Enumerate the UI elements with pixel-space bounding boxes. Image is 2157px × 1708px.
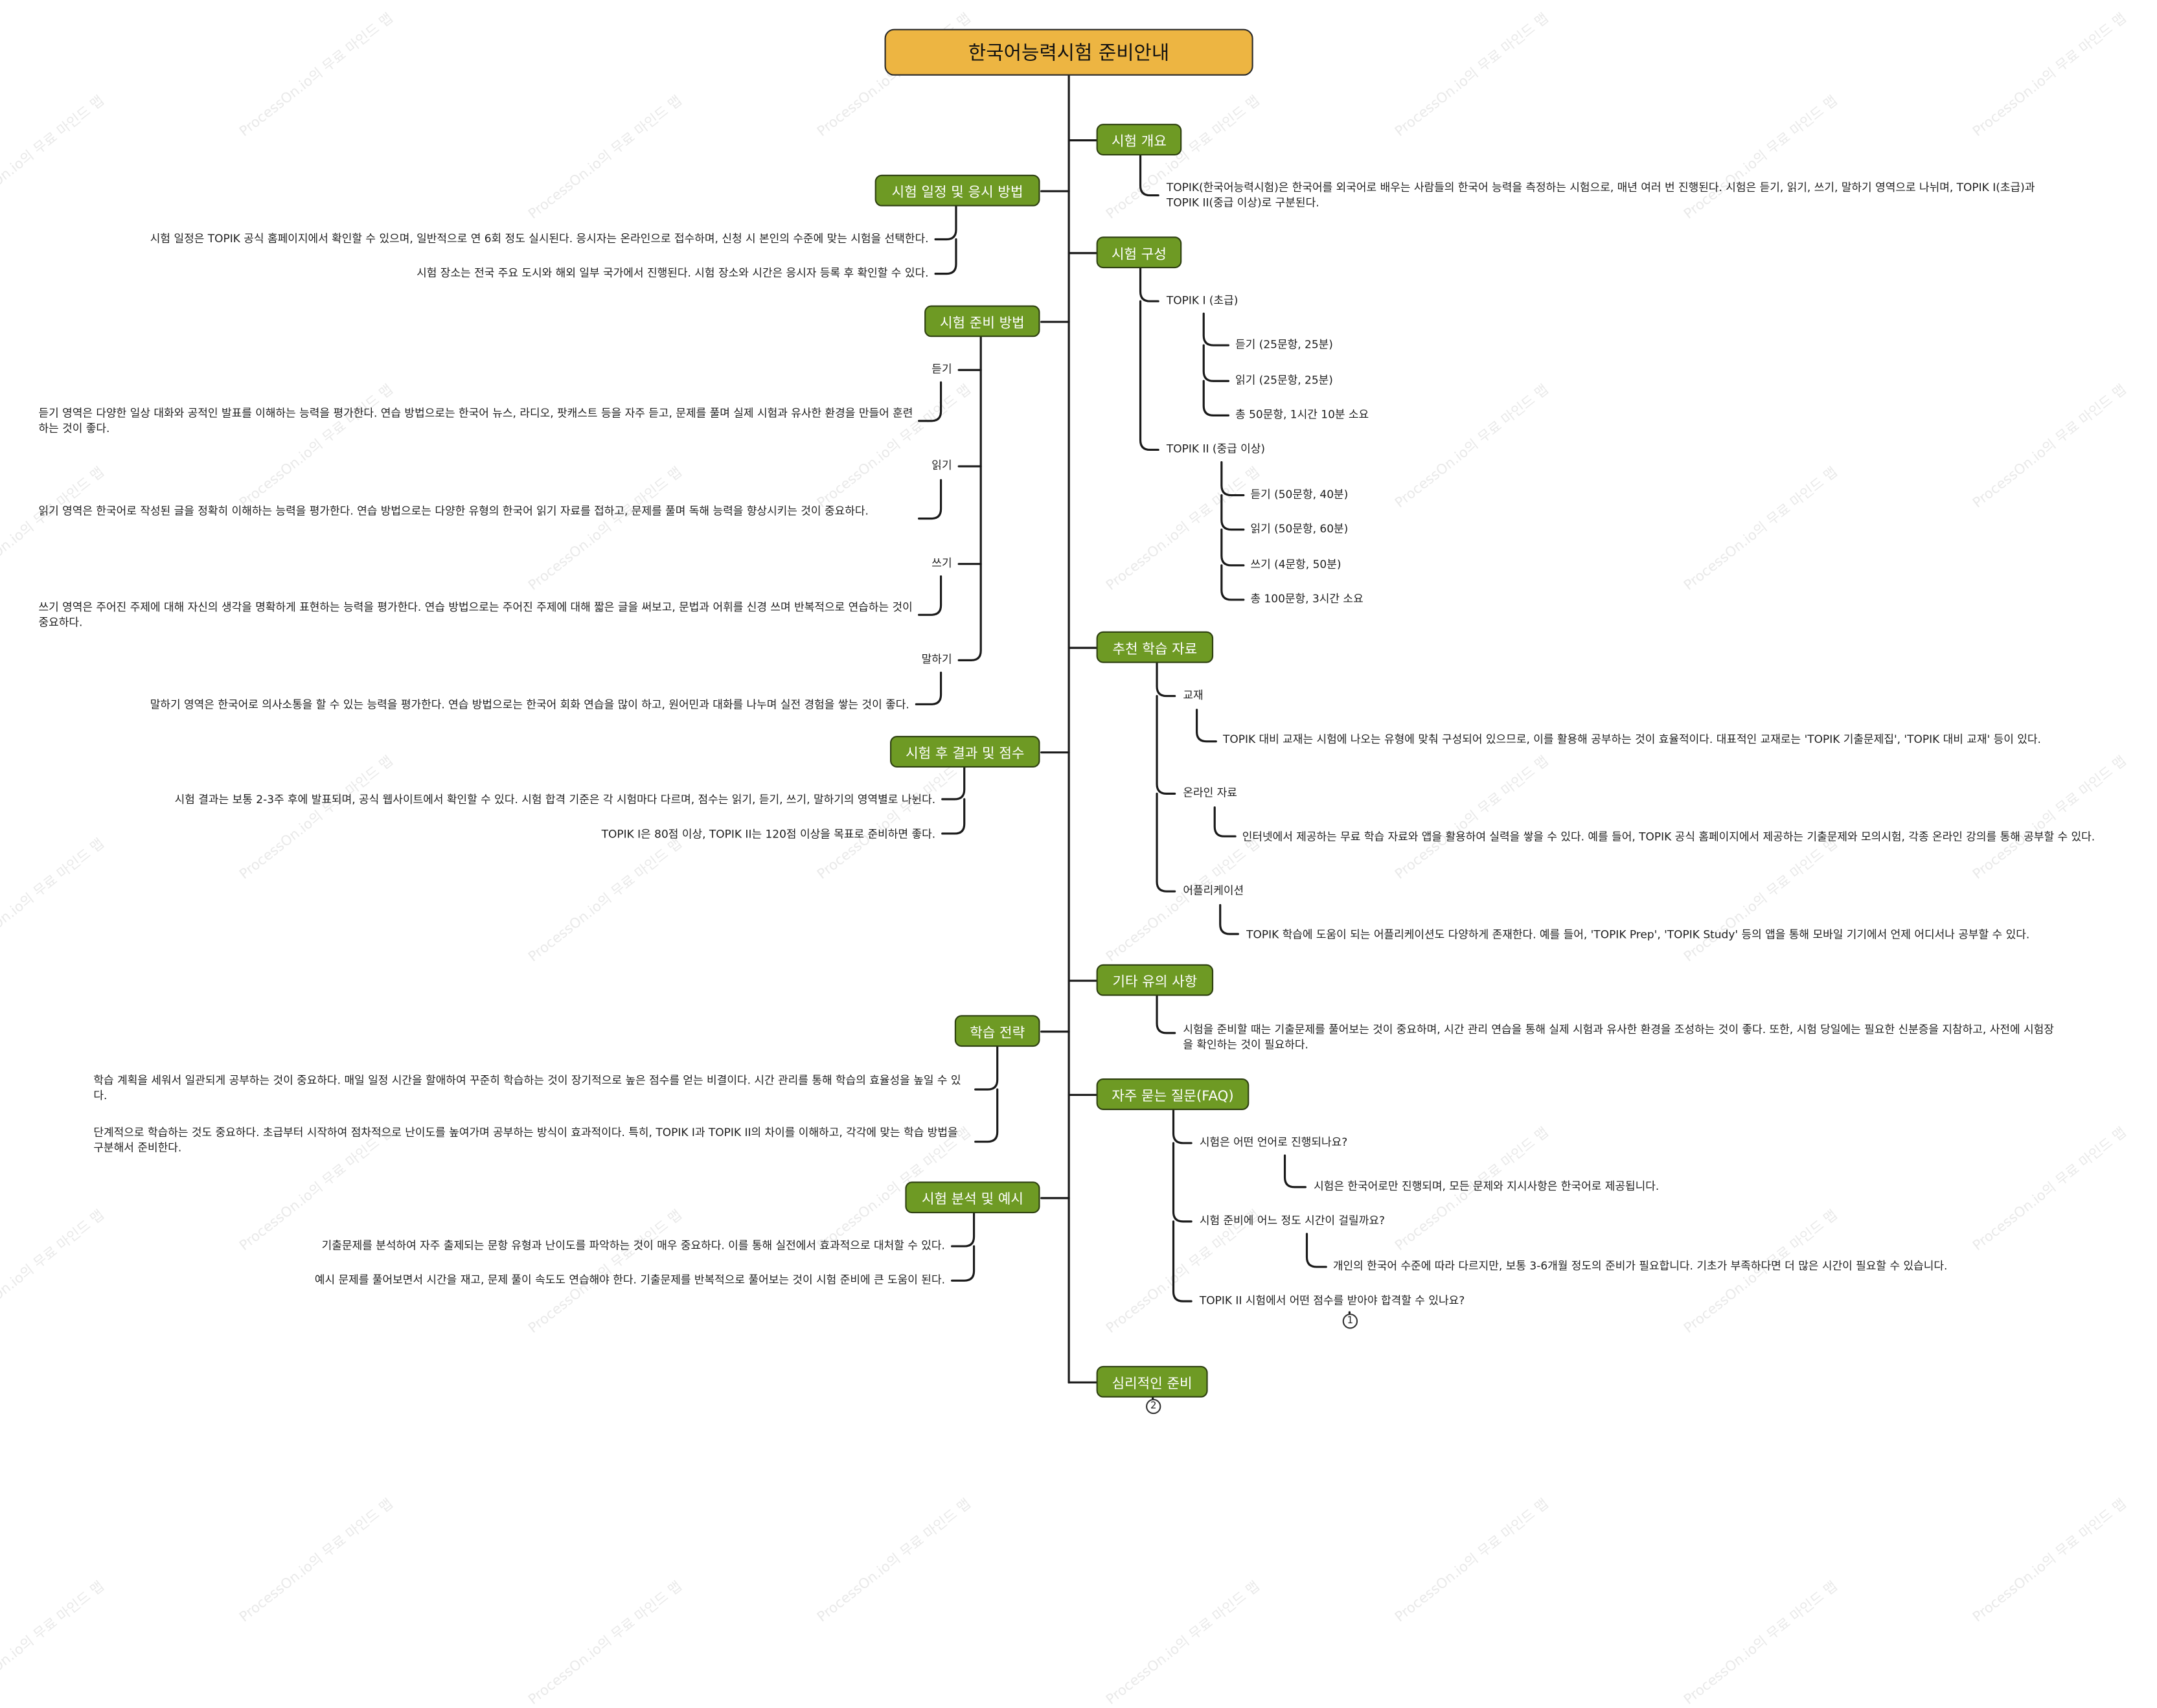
materials-textbook-label: 교재 — [1183, 689, 1204, 702]
branch-overview[interactable]: 시험 개요 — [1096, 124, 1182, 155]
materials-apps-label: 어플리케이션 — [1183, 884, 1244, 897]
collapse-count-badge[interactable]: 2 — [1146, 1398, 1161, 1415]
watermark-text: ProcessOn.io의 무료 마인드 맵 — [1970, 1496, 2130, 1626]
prep-reading-text: 읽기 영역은 한국어로 작성된 글을 정확히 이해하는 능력을 평가한다. 연습… — [38, 505, 869, 518]
watermark-text: ProcessOn.io의 무료 마인드 맵 — [526, 1579, 685, 1708]
branch-structure[interactable]: 시험 구성 — [1096, 236, 1182, 269]
analysis-text: 기출문제를 분석하여 자주 출제되는 문항 유형과 난이도를 파악하는 것이 매… — [321, 1239, 945, 1252]
prep-speaking-label: 말하기 — [921, 653, 952, 666]
results-text: TOPIK I은 80점 이상, TOPIK II는 120점 이상을 목표로 … — [601, 828, 936, 841]
materials-online-text: 인터넷에서 제공하는 무료 학습 자료와 앱을 활용하여 실력을 쌓을 수 있다… — [1242, 830, 2095, 843]
watermark-text: ProcessOn.io의 무료 마인드 맵 — [0, 1579, 108, 1708]
branch-prep[interactable]: 시험 준비 방법 — [924, 305, 1040, 337]
structure-topik2-label: TOPIK II (중급 이상) — [1166, 442, 1266, 455]
prep-listening-text: 듣기 영역은 다양한 일상 대화와 공적인 발표를 이해하는 능력을 평가한다.… — [38, 407, 913, 435]
root-topic[interactable]: 한국어능력시험 준비안내 — [884, 28, 1253, 76]
connector-lines — [915, 74, 1351, 1400]
faq-answer: 시험은 한국어로만 진행되며, 모든 문제와 지시사항은 한국어로 제공됩니다. — [1314, 1180, 1660, 1193]
structure-topik1-label: TOPIK I (초급) — [1166, 294, 1238, 307]
overview-text: TOPIK(한국어능력시험)은 한국어를 외국어로 배우는 사람들의 한국어 능… — [1166, 181, 2035, 209]
notes-text: 시험을 준비할 때는 기출문제를 풀어보는 것이 중요하며, 시간 관리 연습을… — [1183, 1023, 2054, 1051]
structure-topik2-item: 읽기 (50문항, 60분) — [1250, 523, 1349, 536]
prep-speaking-text: 말하기 영역은 한국어로 의사소통을 할 수 있는 능력을 평가한다. 연습 방… — [150, 698, 909, 711]
watermark-text: ProcessOn.io의 무료 마인드 맵 — [815, 1496, 974, 1626]
watermark-text: ProcessOn.io의 무료 마인드 맵 — [237, 1496, 396, 1626]
structure-topik1-item: 듣기 (25문항, 25분) — [1235, 338, 1333, 351]
faq-question: 시험은 어떤 언어로 진행되나요? — [1199, 1136, 1348, 1149]
branch-analysis[interactable]: 시험 분석 및 예시 — [905, 1181, 1040, 1214]
strategy-text: 학습 계획을 세워서 일관되게 공부하는 것이 중요하다. 매일 일정 시간을 … — [93, 1074, 961, 1102]
structure-topik1-item: 총 50문항, 1시간 10분 소요 — [1235, 408, 1369, 421]
structure-topik2-item: 듣기 (50문항, 40분) — [1250, 488, 1349, 501]
schedule-text: 시험 장소는 전국 주요 도시와 해외 일부 국가에서 진행된다. 시험 장소와… — [417, 266, 929, 280]
mind-map: ProcessOn.io의 무료 마인드 맵 ProcessOn.io의 무료 마… — [0, 11, 2130, 1708]
structure-topik2-item: 총 100문항, 3시간 소요 — [1250, 593, 1364, 606]
results-text: 시험 결과는 보통 2-3주 후에 발표되며, 공식 웹사이트에서 확인할 수 … — [174, 793, 936, 806]
branch-schedule[interactable]: 시험 일정 및 응시 방법 — [874, 174, 1040, 207]
watermark-text: ProcessOn.io의 무료 마인드 맵 — [1104, 1579, 1263, 1708]
materials-online-label: 온라인 자료 — [1183, 786, 1237, 799]
prep-writing-text: 쓰기 영역은 주어진 주제에 대해 자신의 생각을 명확하게 표현하는 능력을 … — [38, 601, 913, 629]
branch-strategy[interactable]: 학습 전략 — [954, 1015, 1040, 1047]
branch-faq[interactable]: 자주 묻는 질문(FAQ) — [1096, 1078, 1250, 1110]
materials-apps-text: TOPIK 학습에 도움이 되는 어플리케이션도 다양하게 존재한다. 예를 들… — [1246, 928, 2030, 941]
strategy-text: 단계적으로 학습하는 것도 중요하다. 초급부터 시작하여 점차적으로 난이도를… — [93, 1126, 958, 1154]
schedule-text: 시험 일정은 TOPIK 공식 홈페이지에서 확인할 수 있으며, 일반적으로 … — [150, 232, 929, 245]
branch-mental[interactable]: 심리적인 준비 — [1096, 1365, 1208, 1398]
faq-question: TOPIK II 시험에서 어떤 점수를 받아야 합격할 수 있나요? — [1199, 1294, 1465, 1307]
materials-textbook-text: TOPIK 대비 교재는 시험에 나오는 유형에 맞춰 구성되어 있으므로, 이… — [1222, 733, 2041, 746]
structure-topik1-item: 읽기 (25문항, 25분) — [1235, 374, 1333, 387]
branch-results[interactable]: 시험 후 결과 및 점수 — [890, 736, 1040, 768]
structure-topik2-item: 쓰기 (4문항, 50분) — [1250, 558, 1341, 571]
watermark-text: ProcessOn.io의 무료 마인드 맵 — [1393, 1496, 1552, 1626]
faq-question: 시험 준비에 어느 정도 시간이 걸릴까요? — [1199, 1214, 1386, 1227]
prep-writing-label: 쓰기 — [931, 557, 952, 570]
watermark-text: ProcessOn.io의 무료 마인드 맵 — [1682, 1579, 1841, 1708]
prep-listening-label: 듣기 — [931, 363, 952, 376]
analysis-text: 예시 문제를 풀어보면서 시간을 재고, 문제 풀이 속도도 연습해야 한다. … — [314, 1273, 945, 1286]
collapse-count-badge[interactable]: 1 — [1342, 1314, 1358, 1329]
prep-reading-label: 읽기 — [931, 459, 952, 472]
branch-notes[interactable]: 기타 유의 사항 — [1096, 964, 1214, 996]
faq-answer: 개인의 한국어 수준에 따라 다르지만, 보통 3-6개월 정도의 준비가 필요… — [1332, 1260, 1948, 1273]
branch-materials[interactable]: 추천 학습 자료 — [1096, 631, 1214, 663]
